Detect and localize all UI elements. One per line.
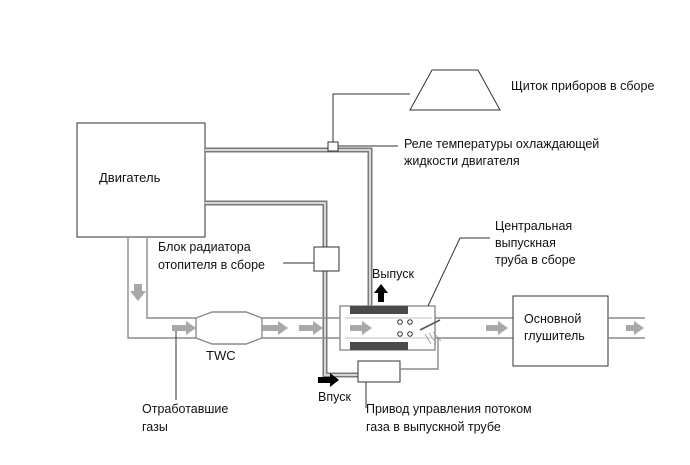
main-muffler-box bbox=[512, 295, 609, 367]
tail-pipe-arrow bbox=[626, 321, 644, 335]
twc-label: TWC bbox=[206, 348, 236, 363]
twc-inlet-arrow bbox=[172, 321, 196, 335]
heater-radiator-label-1: Блок радиатора bbox=[158, 240, 251, 254]
inlet-label: Впуск bbox=[318, 390, 351, 404]
central-pipe-label-2: выпускная bbox=[495, 236, 556, 250]
exhaust-down-pipe-inner bbox=[146, 237, 196, 319]
valve-flap bbox=[419, 319, 441, 331]
temp-relay-label-1: Реле температуры охлаждающей bbox=[404, 137, 599, 151]
temp-relay-box bbox=[327, 141, 339, 152]
exhaust-down-arrow bbox=[130, 284, 146, 301]
valve-dot-4 bbox=[407, 331, 413, 337]
main-muffler-label-2: глушитель bbox=[524, 329, 585, 343]
twc-outlet-arrow bbox=[262, 321, 288, 335]
central-pipe-label-3: труба в сборе bbox=[495, 253, 576, 267]
coolant-pipe-inner-inner bbox=[205, 202, 358, 376]
valve-spray-1 bbox=[424, 333, 432, 345]
muffler-inlet-arrow bbox=[486, 321, 508, 335]
coolant-pipe-outer-inner bbox=[205, 149, 371, 313]
coolant-pipe-outer bbox=[205, 147, 373, 313]
pipe-flow-arrow bbox=[299, 321, 323, 335]
exhaust-gas-label-1: Отработавшие bbox=[142, 402, 228, 416]
exhaust-gas-label-2: газы bbox=[142, 420, 168, 434]
central-flow-arrow bbox=[350, 321, 372, 335]
valve-dot-2 bbox=[407, 319, 413, 325]
central-pipe-label-1: Центральная bbox=[495, 219, 572, 233]
outlet-arrow bbox=[374, 284, 388, 302]
valve-spray-2 bbox=[428, 332, 437, 344]
valve-dot-3 bbox=[397, 331, 403, 337]
relay-wire bbox=[332, 93, 410, 143]
valve-spray-3 bbox=[432, 331, 442, 342]
outlet-label: Выпуск bbox=[372, 267, 414, 281]
central-pipe-leader bbox=[427, 237, 490, 307]
heat-exchanger-top bbox=[350, 306, 408, 314]
actuator-label-2: газа в выпускной трубе bbox=[366, 420, 501, 434]
actuator-label-1: Привод управления потоком bbox=[366, 402, 532, 416]
heater-radiator-box bbox=[313, 246, 340, 272]
heat-exchanger-bottom bbox=[350, 342, 408, 350]
twc-shape bbox=[195, 311, 263, 345]
valve-dot-1 bbox=[397, 319, 403, 325]
actuator-box bbox=[357, 360, 401, 383]
instrument-panel-shape bbox=[409, 69, 501, 111]
temp-relay-label-2: жидкости двигателя bbox=[404, 154, 520, 168]
engine-label: Двигатель bbox=[99, 170, 161, 185]
main-muffler-label-1: Основной bbox=[524, 312, 581, 326]
actuator-link bbox=[400, 338, 439, 370]
exhaust-down-pipe bbox=[127, 237, 196, 339]
engine-box bbox=[76, 122, 206, 238]
instrument-panel-label: Щиток приборов в сборе bbox=[511, 79, 654, 93]
heater-radiator-label-2: отопителя в сборе bbox=[158, 258, 265, 272]
inlet-arrow bbox=[318, 373, 339, 387]
